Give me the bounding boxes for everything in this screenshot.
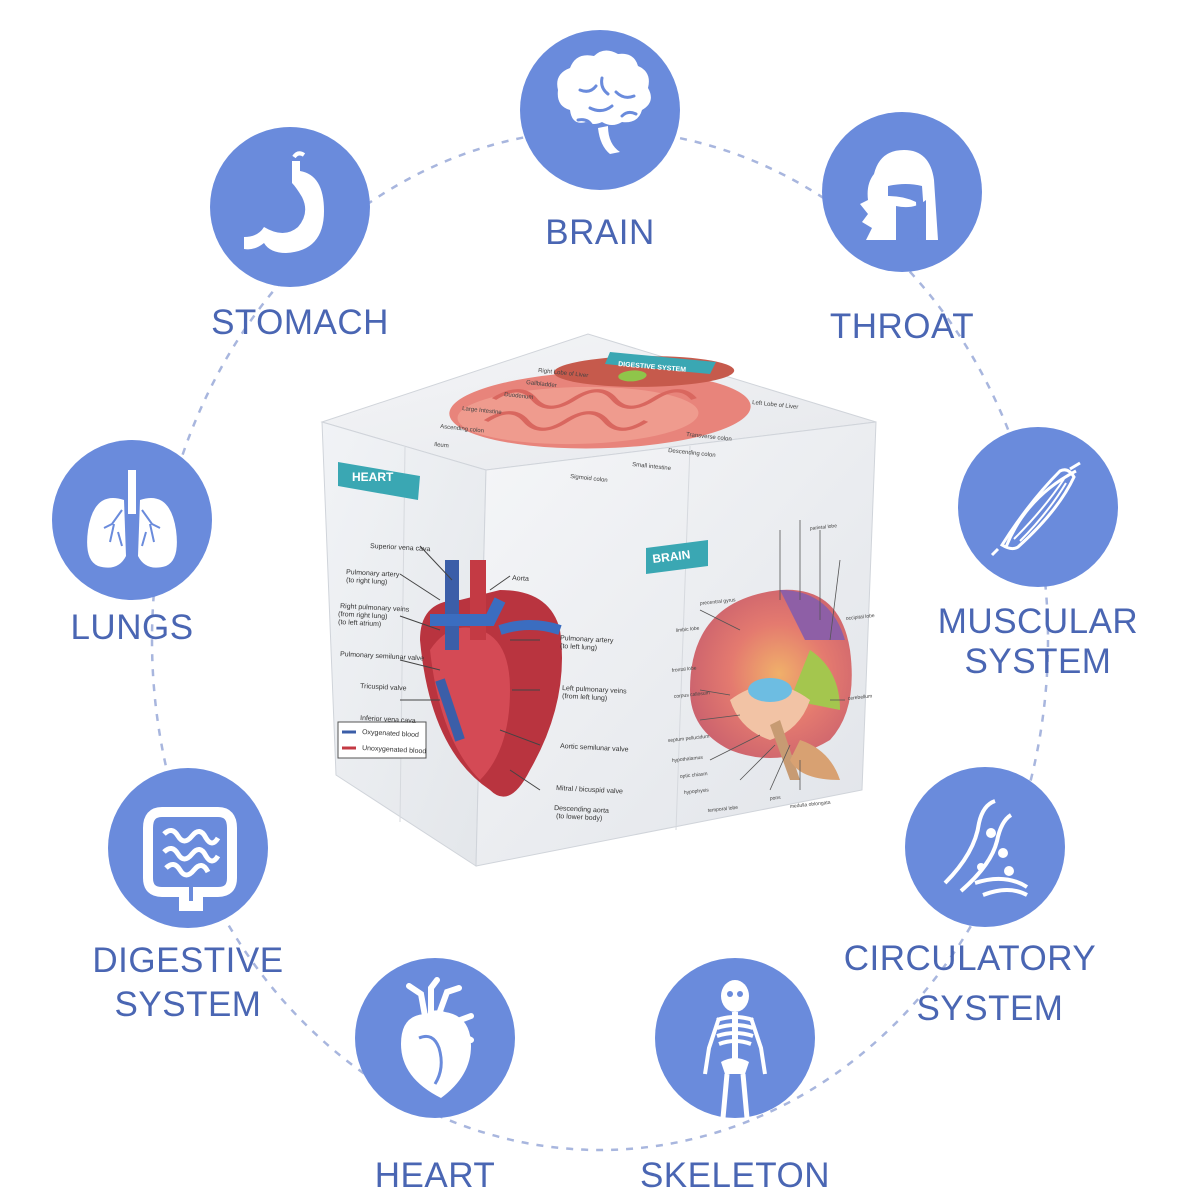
top-label: Ascending colon (440, 424, 484, 435)
top-label: Large Intestine (462, 406, 503, 416)
label-heart: HEART (374, 1156, 496, 1195)
label-circulatory-line1: CIRCULATORY (843, 939, 1097, 978)
skeleton-circle (655, 958, 815, 1118)
heart-circle (355, 958, 515, 1118)
brain-label: precentral gyrus (700, 597, 737, 607)
brain-icon (557, 50, 651, 154)
brain-label: limbic lobe (676, 626, 700, 634)
circulatory-circle (905, 767, 1065, 927)
brain-label: corpus callosum (674, 690, 711, 700)
label-muscular-line2: SYSTEM (964, 642, 1112, 681)
heart-label: Tricuspid valve (360, 683, 407, 692)
heart-label: Left pulmonary veins (562, 685, 627, 695)
label-digestive-line2: SYSTEM (114, 985, 262, 1024)
label-muscular: MUSCULAR SYSTEM (908, 602, 1168, 682)
top-label: Left Lobe of Liver (752, 400, 799, 411)
heart-label: Superior vena cava (370, 543, 431, 553)
heart-label: Aorta (512, 575, 529, 583)
heart-label: Unoxygenated blood (362, 745, 427, 755)
label-circulatory: CIRCULATORY SYSTEM (825, 939, 1115, 1029)
brain-label: septum pellucidum (668, 734, 710, 744)
throat-icon (860, 150, 938, 242)
heart-label: (to left atrium) (338, 619, 381, 628)
label-muscular-line1: MUSCULAR (937, 602, 1139, 641)
label-stomach: STOMACH (211, 303, 389, 342)
top-label: Right Lobe of Liver (538, 368, 589, 379)
brain-label: optic chiasm (680, 771, 708, 780)
heart-icon (401, 977, 474, 1098)
top-label: Duodenum (504, 392, 534, 401)
heart-diagram (420, 560, 562, 797)
heart-label: (to left lung) (560, 643, 597, 652)
digestive-circle (108, 768, 268, 928)
heart-label: Pulmonary semilunar valve (340, 651, 424, 662)
label-digestive: DIGESTIVE SYSTEM (68, 941, 308, 1025)
top-label: Small intestine (632, 462, 672, 472)
label-lungs: LUNGS (70, 608, 194, 647)
brain-labels: precentral gyrus limbic lobe frontal lobe c… (668, 523, 876, 814)
heart-label: Inferior vena cava (360, 715, 416, 725)
brain-label: hypophysis (684, 787, 710, 796)
lungs-circle (52, 440, 212, 600)
digestive-labels: Right Lobe of LiverGallbladderDuodenumLa… (434, 368, 799, 484)
skeleton-icon (703, 980, 767, 1118)
top-label: Sigmoid colon (570, 474, 608, 484)
brain-label: frontal lobe (672, 665, 697, 674)
intestine-icon (143, 807, 237, 911)
brain-label: cerebellum (848, 693, 873, 702)
top-label: Gallbladder (526, 380, 557, 389)
heart-label: (from right lung) (338, 611, 388, 621)
heart-label: (to lower body) (556, 813, 603, 822)
label-skeleton: SKELETON (639, 1156, 831, 1195)
brain-label: parietal lobe (810, 523, 838, 532)
label-digestive-line1: DIGESTIVE (92, 941, 284, 980)
brain-label: temporal lobe (708, 805, 739, 814)
muscle-icon (990, 461, 1081, 557)
muscular-circle (958, 427, 1118, 587)
brain-label: medulla oblongata (790, 800, 831, 810)
lungs-icon (87, 470, 177, 568)
heart-label: Right pulmonary veins (340, 603, 410, 614)
stomach-circle (210, 127, 370, 287)
brain-label: occipital lobe (846, 613, 876, 622)
blood-vessel-icon (943, 799, 1029, 897)
brain-label: hypothalamus (672, 755, 704, 764)
cube-brain-tag: BRAIN (652, 547, 691, 566)
top-label: Descending colon (668, 448, 716, 459)
brain-circle (520, 30, 680, 190)
stomach-icon (244, 151, 324, 253)
heart-label: Aortic semilunar valve (560, 743, 629, 754)
brain-label: pons (770, 795, 782, 802)
label-brain: BRAIN (545, 213, 655, 252)
cube-heart-tag: HEART (352, 470, 394, 484)
heart-label: Descending aorta (554, 805, 609, 815)
top-label: Ileum (434, 442, 449, 450)
heart-label: (from left lung) (562, 693, 607, 702)
label-circulatory-line2: SYSTEM (916, 989, 1064, 1028)
heart-label: Pulmonary artery (346, 569, 400, 579)
throat-circle (822, 112, 982, 272)
label-throat: THROAT (829, 307, 975, 346)
top-label: Transverse colon (686, 432, 732, 443)
heart-label: Pulmonary artery (560, 635, 614, 645)
heart-label: Mitral / bicuspid valve (556, 785, 623, 795)
heart-label: (to right lung) (346, 577, 388, 586)
heart-label: Oxygenated blood (362, 729, 419, 739)
